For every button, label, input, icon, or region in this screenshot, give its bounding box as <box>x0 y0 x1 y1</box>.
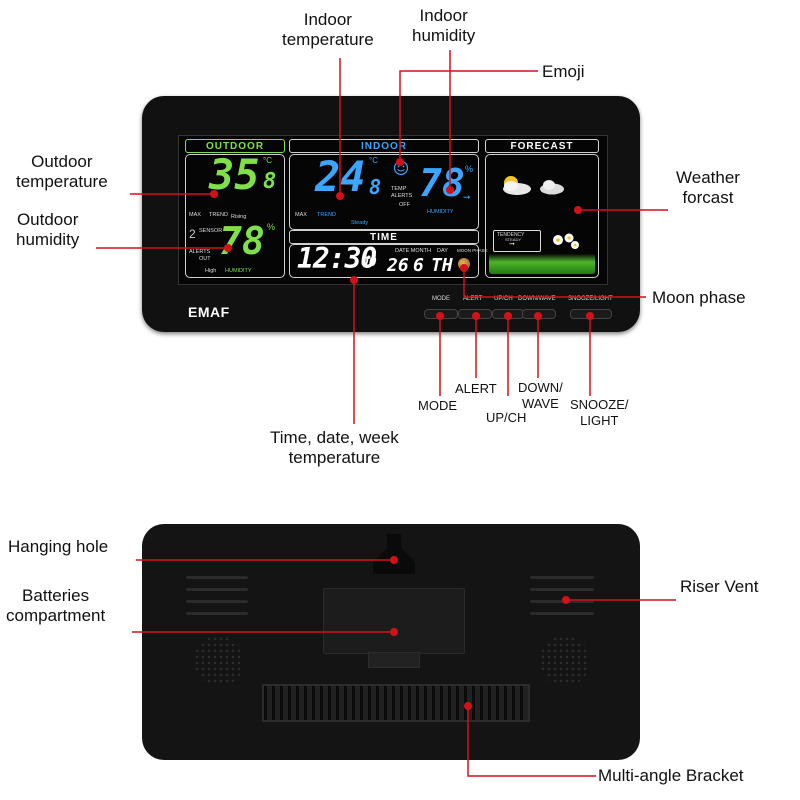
marker-dot <box>534 312 542 320</box>
marker-dot <box>396 158 404 166</box>
marker-dot <box>464 702 472 710</box>
marker-dot <box>224 244 232 252</box>
alert-callout: ALERT <box>455 381 497 397</box>
marker-dot <box>390 556 398 564</box>
marker-dot <box>336 192 344 200</box>
riser-vent-callout: Riser Vent <box>680 577 758 597</box>
marker-dot <box>210 190 218 198</box>
marker-dot <box>562 596 570 604</box>
marker-dot <box>436 312 444 320</box>
marker-dot <box>504 312 512 320</box>
marker-dot <box>390 628 398 636</box>
marker-dot <box>472 312 480 320</box>
up-ch-callout: UP/CH <box>486 410 526 426</box>
moon-phase-callout: Moon phase <box>652 288 746 308</box>
down-wave-callout: DOWN/WAVE <box>518 380 563 412</box>
emoji-callout: Emoji <box>542 62 585 82</box>
hanging-hole-callout: Hanging hole <box>8 537 108 557</box>
bracket-callout: Multi-angle Bracket <box>598 766 744 786</box>
marker-dot <box>586 312 594 320</box>
mode-callout: MODE <box>418 398 457 414</box>
marker-dot <box>446 186 454 194</box>
snooze-light-callout: SNOOZE/LIGHT <box>570 397 629 429</box>
marker-dot <box>460 264 468 272</box>
marker-dot <box>350 276 358 284</box>
marker-dot <box>574 206 582 214</box>
